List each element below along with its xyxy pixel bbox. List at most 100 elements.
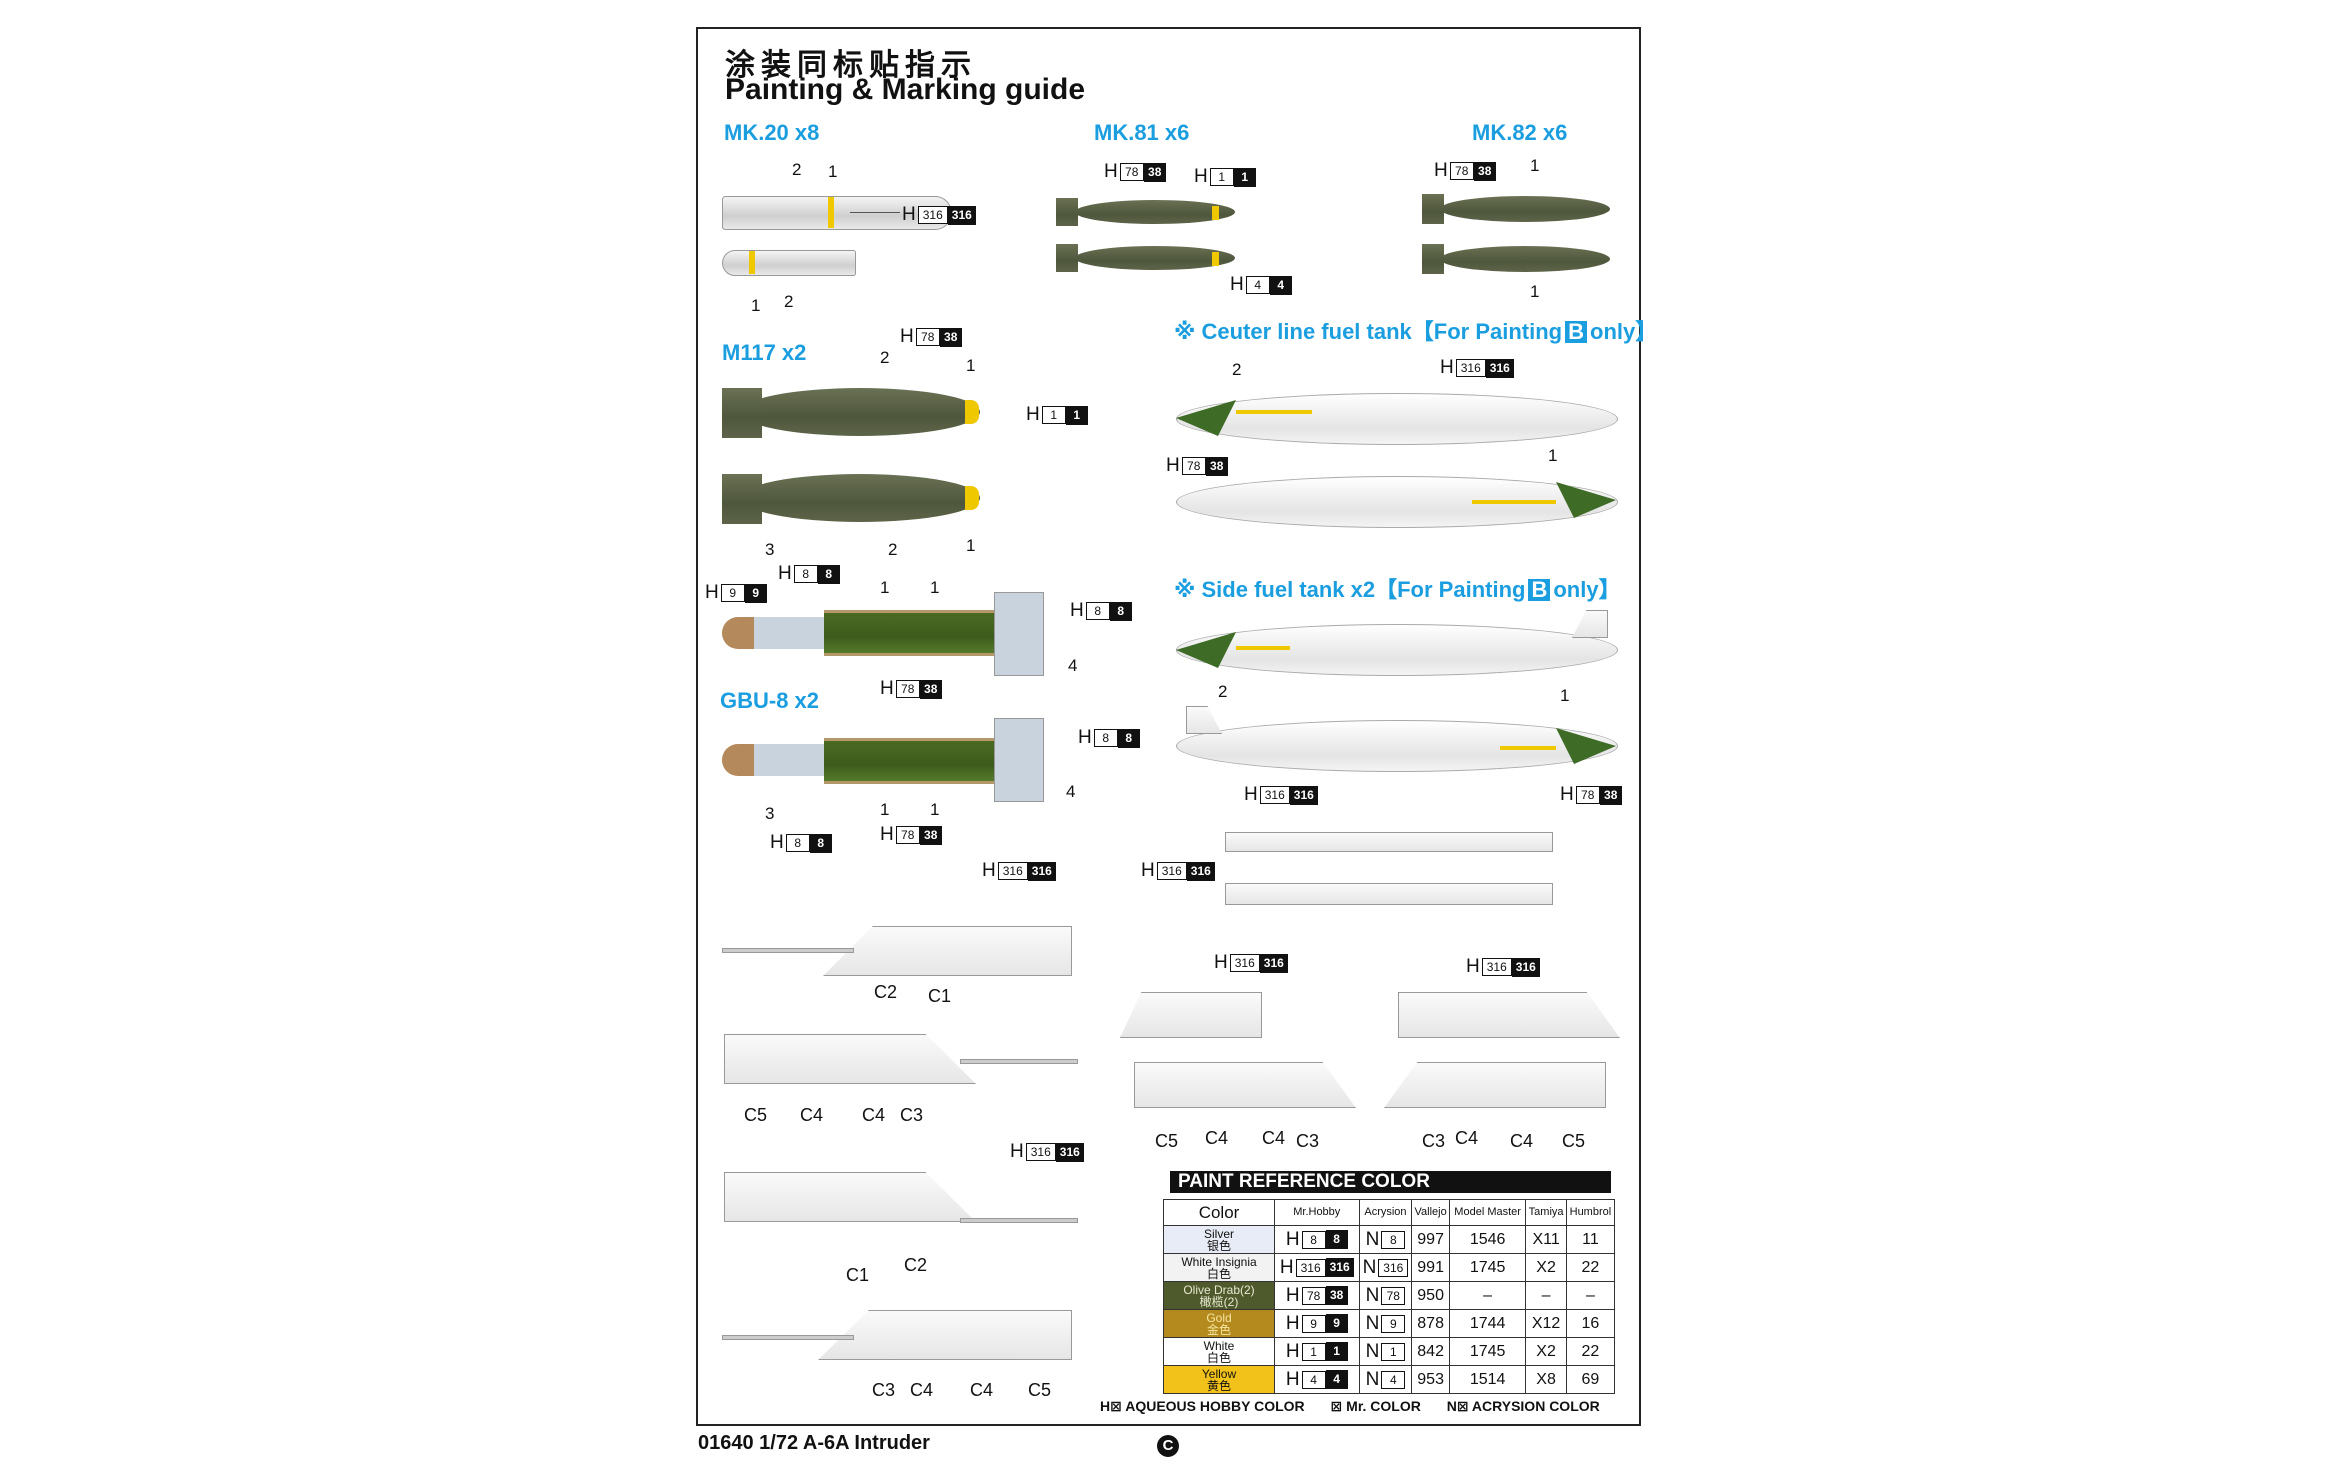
paint-code-white: 316 (1295, 1258, 1326, 1277)
paint-code-white: 78 (915, 328, 940, 346)
m117-nose-band (965, 486, 979, 510)
side-tank-yellow-stripe (1500, 746, 1556, 750)
model-master-cell: – (1448, 1281, 1527, 1310)
callout-C5: C5 (1562, 1131, 1586, 1151)
gbu8-nose-2 (722, 744, 754, 776)
callout-2: 2 (784, 292, 794, 311)
callout-3: 3 (765, 804, 775, 823)
callout-C3: C3 (872, 1380, 896, 1400)
mk81-fins-1 (1056, 198, 1078, 226)
color-name-cn: 橄榄(2) (1199, 1294, 1239, 1309)
mk20-bomb-top (722, 250, 856, 276)
paint-prefix: H (1070, 600, 1084, 621)
paint-code-black: 316 (1325, 1258, 1354, 1277)
callout-1: 1 (880, 578, 890, 597)
section-centerline-tank-prefix: ※ Ceuter line fuel tank【For Painting (1174, 319, 1563, 344)
pylon-gun-1 (722, 948, 854, 953)
pylon-right-view-4 (1384, 1062, 1606, 1108)
vallejo-cell: 878 (1411, 1309, 1450, 1338)
color-name: Silver (1203, 1226, 1234, 1241)
callout-C4: C4 (1510, 1131, 1534, 1151)
pylon-view-2 (724, 1034, 976, 1084)
m117-bomb-2 (740, 474, 980, 522)
paint-prefix: H (880, 824, 894, 845)
callout-2: 2 (880, 348, 890, 367)
painting-b-badge: B (1565, 321, 1587, 343)
callout-2: 2 (1232, 360, 1242, 379)
paint-code-white: 316 (1259, 786, 1290, 804)
gbu8-nose-1 (722, 617, 754, 649)
paint-code-black: 8 (1109, 601, 1132, 621)
paint-code-black: 8 (1325, 1230, 1348, 1249)
pylon-right-view-3 (1134, 1062, 1356, 1108)
color-name-cn: 金色 (1206, 1322, 1231, 1337)
paint-code-black: 316 (1027, 861, 1056, 881)
callout-1: 1 (1560, 686, 1570, 705)
legend-aqueous: H⊠ AQUEOUS HOBBY COLOR (1100, 1398, 1305, 1414)
paint-code-white: 316 (997, 862, 1028, 880)
paint-code-white: 9 (720, 584, 745, 602)
paint-code-acrysion: 316 (1378, 1258, 1409, 1277)
paint-code-white: 9 (1301, 1314, 1326, 1333)
paint-code-black: 8 (809, 833, 832, 853)
mk81-fins-2 (1056, 244, 1078, 272)
paint-code-white: 8 (793, 565, 818, 583)
paint-prefix: H (1026, 404, 1040, 425)
callout-C3: C3 (1422, 1131, 1446, 1151)
callout-4: 4 (1066, 782, 1076, 801)
pylon-gun-3 (960, 1218, 1078, 1223)
paint-prefix: H (1466, 956, 1480, 977)
col-header-color: Color (1163, 1199, 1275, 1226)
col-header-vallejo: Vallejo (1411, 1199, 1450, 1226)
paint-code-white: 316 (1025, 1143, 1056, 1161)
gbu8-guidance-2 (754, 744, 824, 776)
centerline-tank-yellow-stripe (1236, 410, 1312, 414)
mk81-bomb-1 (1075, 200, 1235, 224)
paint-legend: H⊠ AQUEOUS HOBBY COLOR ⊠ Mr. COLOR N⊠ AC… (1100, 1398, 1622, 1415)
callout-C3: C3 (1296, 1131, 1320, 1151)
paint-code-black: 316 (947, 205, 976, 225)
paint-code-black: 316 (1289, 785, 1318, 805)
vallejo-cell: 991 (1411, 1253, 1450, 1282)
paint-code-white: 78 (1301, 1286, 1326, 1305)
pylon-gun-4 (722, 1335, 854, 1340)
callout-2: 2 (1218, 682, 1228, 701)
side-tank-2 (1176, 720, 1618, 772)
section-side-tank-suffix: only】 (1553, 577, 1621, 602)
paint-code-white: 1 (1209, 168, 1234, 186)
pylon-view-3 (724, 1172, 976, 1222)
paint-prefix: H (880, 678, 894, 699)
centerline-tank-1 (1176, 393, 1618, 445)
callout-1: 1 (930, 578, 940, 597)
paint-prefix: H (778, 563, 792, 584)
paint-prefix: H (1560, 784, 1574, 805)
paint-code-black: 38 (1473, 161, 1496, 181)
callout-4: 4 (1068, 656, 1078, 675)
mk82-bomb-1 (1440, 196, 1610, 222)
gbu8-body-1 (824, 610, 994, 656)
paint-code-acrysion: 1 (1381, 1342, 1406, 1361)
paint-code-black: 9 (744, 583, 767, 603)
paint-code-black: 38 (1205, 456, 1228, 476)
paint-code-white: 8 (1085, 602, 1110, 620)
callout-2: 2 (888, 540, 898, 559)
m117-fins-1 (722, 388, 762, 438)
paint-reference-table: Color Mr.Hobby Acrysion Vallejo Model Ma… (1163, 1199, 1616, 1394)
paint-code-black: 9 (1325, 1314, 1348, 1333)
paint-code-black: 316 (1511, 957, 1540, 977)
